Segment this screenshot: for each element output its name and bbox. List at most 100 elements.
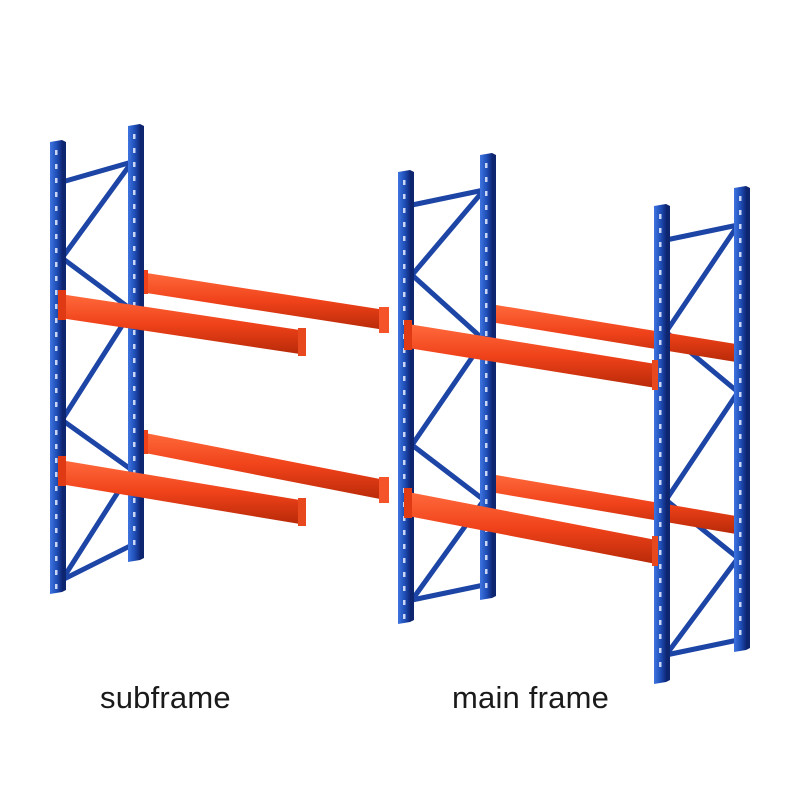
upright-hole [403,208,406,213]
upright-hole [403,404,406,409]
upright-hole [485,541,488,546]
upright-hole [403,376,406,381]
main-frame-caption: main frame [452,680,610,715]
upright-hole [133,134,136,139]
upright-hole [739,574,742,579]
upright-hole [485,331,488,336]
upright-hole [659,578,662,583]
upright-hole [659,354,662,359]
upright-hole [133,330,136,335]
upright-hole [739,532,742,537]
upright-hole [133,204,136,209]
upright-hole [739,490,742,495]
upright-hole [739,280,742,285]
upright-hole [133,414,136,419]
upright-hole [739,518,742,523]
upright-hole [133,512,136,517]
upright-hole [485,583,488,588]
upright-hole [659,214,662,219]
upright-hole [659,270,662,275]
upright-hole [403,460,406,465]
upright-hole [659,298,662,303]
upright-hole [739,588,742,593]
upright-hole [55,444,58,449]
upright-hole [403,572,406,577]
upright-hole [55,416,58,421]
upright-hole [133,442,136,447]
upright-hole [55,178,58,183]
upright-hole [133,302,136,307]
main-back-uprights [480,153,750,652]
upright-hole [133,526,136,531]
upright-hole [55,388,58,393]
upright-hole [485,163,488,168]
upright-hole [133,456,136,461]
upright-hole [55,374,58,379]
upright-hole [739,224,742,229]
upright-hole [659,536,662,541]
upright-hole [739,336,742,341]
upright-hole [659,340,662,345]
subframe-rack-icon [50,124,389,594]
upright-hole [403,264,406,269]
upright-hole [485,289,488,294]
upright-hole [739,350,742,355]
upright-hole [133,344,136,349]
upright-hole [485,443,488,448]
upright-hole [403,348,406,353]
upright-hole [133,260,136,265]
upright-hole [55,332,58,337]
upright-hole [403,474,406,479]
upright-hole [485,555,488,560]
upright-hole [485,219,488,224]
upright-hole [659,606,662,611]
upright-hole [55,584,58,589]
upright-hole [55,528,58,533]
main-frame-rack-icon [398,153,750,684]
upright-hole [739,504,742,509]
subframe-caption: subframe [100,680,231,715]
upright-hole [659,550,662,555]
upright-hole [739,602,742,607]
upright-hole [403,614,406,619]
upright-hole [485,415,488,420]
upright-hole [739,252,742,257]
upright-hole [485,569,488,574]
upright-hole [55,290,58,295]
upright-hole [55,542,58,547]
upright-hole [403,558,406,563]
upright-hole [403,600,406,605]
upright-hole [485,177,488,182]
upright-hole [485,457,488,462]
upright-hole [485,317,488,322]
upright-hole [739,210,742,215]
upright-hole [55,206,58,211]
upright-hole [739,308,742,313]
upright-hole [133,218,136,223]
upright-hole [659,620,662,625]
upright-hole [659,256,662,261]
main-upright-holes [403,163,742,667]
upright-hole [659,368,662,373]
upright-hole [403,432,406,437]
upright-hole [403,446,406,451]
upright-hole [739,560,742,565]
upright-hole [659,466,662,471]
upright-hole [403,222,406,227]
upright-hole [133,246,136,251]
upright-hole [739,546,742,551]
upright-hole [55,556,58,561]
upright-hole [133,232,136,237]
upright-hole [659,480,662,485]
upright-hole [55,430,58,435]
upright-hole [485,387,488,392]
upright-hole [55,402,58,407]
upright-hole [659,592,662,597]
upright-hole [739,196,742,201]
main-right-bracing [663,222,741,658]
upright-hole [133,386,136,391]
upright-hole [403,278,406,283]
upright-hole [133,372,136,377]
